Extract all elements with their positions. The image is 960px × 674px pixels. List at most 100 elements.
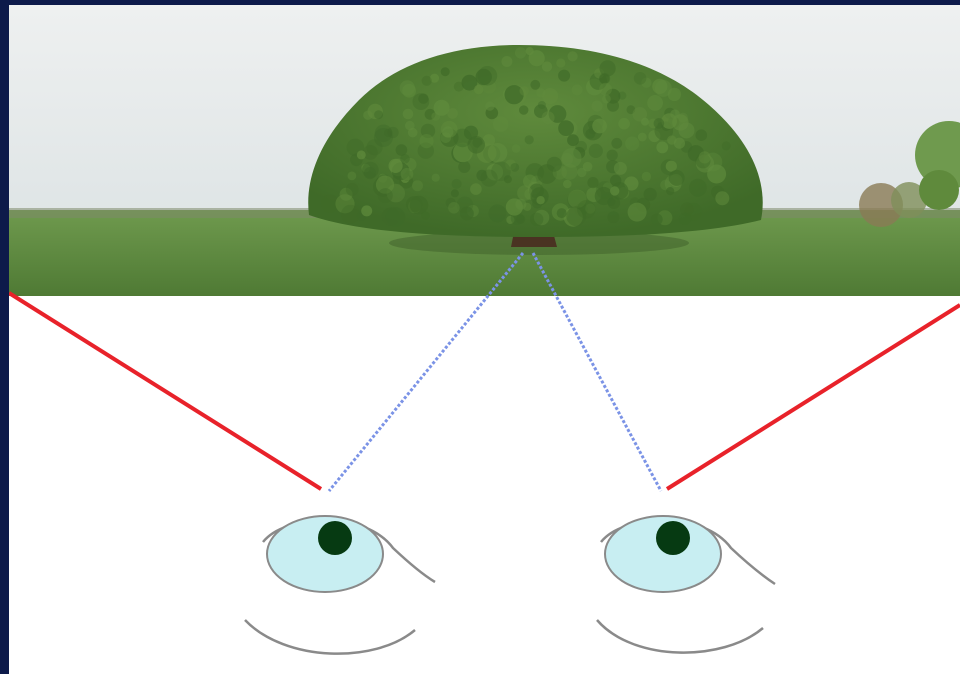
leaf-cluster	[452, 179, 462, 189]
leaf-cluster	[510, 163, 519, 172]
leaf-cluster	[607, 150, 618, 161]
leaf-cluster	[542, 61, 552, 71]
leaf-cluster	[638, 133, 647, 142]
leaf-cluster	[474, 85, 483, 94]
leaf-cluster	[542, 88, 558, 104]
leaf-cluster	[523, 203, 531, 211]
leaf-cluster	[674, 138, 685, 149]
leaf-cluster	[374, 110, 383, 119]
leaf-cluster	[515, 47, 526, 58]
leaf-cluster	[592, 101, 603, 112]
leaf-cluster	[530, 80, 540, 90]
leaf-cluster	[408, 128, 418, 138]
leaf-cluster	[512, 144, 521, 153]
leaf-cluster	[384, 129, 392, 137]
leaf-cluster	[618, 92, 626, 100]
leaf-cluster	[610, 175, 621, 186]
landscape-photo	[9, 5, 960, 296]
leaf-cluster	[491, 162, 511, 182]
leaf-cluster	[666, 187, 674, 195]
leaf-cluster	[470, 183, 482, 195]
leaf-cluster	[587, 177, 598, 188]
leaf-cluster	[386, 207, 405, 226]
leaf-cluster	[451, 189, 459, 197]
leaf-cluster	[493, 116, 509, 132]
leaf-cluster	[448, 202, 460, 214]
leaf-cluster	[519, 86, 529, 96]
leaf-cluster	[696, 129, 708, 141]
leaf-cluster	[362, 162, 379, 179]
leaf-cluster	[361, 205, 372, 216]
leaf-cluster	[668, 88, 681, 101]
leaf-cluster	[589, 144, 603, 158]
leaf-cluster	[583, 162, 593, 172]
leaf-cluster	[654, 118, 665, 129]
leaf-cluster	[642, 172, 651, 181]
leaf-cluster	[488, 204, 506, 222]
leaf-cluster	[542, 111, 555, 124]
leaf-cluster	[348, 172, 357, 181]
leaf-cluster	[403, 109, 414, 120]
leaf-cluster	[599, 73, 610, 84]
leaf-cluster	[656, 142, 668, 154]
leaf-cluster	[651, 214, 663, 226]
leaf-cluster	[341, 205, 360, 224]
leaf-cluster	[519, 105, 528, 114]
leaf-cluster	[611, 138, 622, 149]
leaf-cluster	[402, 84, 416, 98]
leaf-cluster	[669, 170, 685, 186]
leaf-cluster	[707, 165, 726, 184]
leaf-cluster	[506, 198, 523, 215]
leaf-cluster	[670, 109, 680, 119]
right-eye-pupil	[656, 521, 690, 555]
leaf-cluster	[577, 200, 596, 219]
leaf-cluster	[346, 183, 359, 196]
leaf-cluster	[434, 100, 450, 116]
right-eye-lower-lid	[597, 620, 763, 653]
leaf-cluster	[547, 157, 562, 172]
leaf-cluster	[517, 185, 532, 200]
leaf-cluster	[599, 83, 612, 96]
leaf-cluster	[689, 179, 707, 197]
leaf-cluster	[722, 141, 731, 150]
leaf-cluster	[715, 191, 729, 205]
leaf-cluster	[421, 211, 430, 220]
leaf-cluster	[476, 69, 492, 85]
right-field-of-view-line	[667, 305, 960, 489]
leaf-cluster	[536, 196, 544, 204]
leaf-cluster	[378, 188, 393, 203]
leaf-cluster	[568, 51, 578, 61]
leaf-cluster	[625, 137, 639, 151]
leaf-cluster	[485, 101, 494, 110]
leaf-cluster	[558, 120, 574, 136]
leaf-cluster	[592, 119, 607, 134]
leaf-cluster	[441, 67, 450, 76]
leaf-cluster	[412, 180, 423, 191]
leaf-cluster	[634, 72, 647, 85]
leaf-cluster	[610, 186, 619, 195]
leaf-cluster	[567, 134, 579, 146]
leaf-cluster	[572, 84, 583, 95]
leaf-cluster	[526, 47, 534, 55]
leaf-cluster	[607, 211, 619, 223]
leaf-cluster	[419, 134, 433, 148]
leaf-cluster	[679, 213, 691, 225]
leaf-cluster	[614, 162, 627, 175]
leaf-cluster	[406, 196, 422, 212]
left-eye	[245, 516, 435, 654]
leaf-cluster	[558, 70, 570, 82]
left-field-of-view-line	[9, 293, 321, 489]
leaf-cluster	[357, 150, 366, 159]
leaf-cluster	[556, 58, 565, 67]
leaf-cluster	[440, 132, 451, 143]
leaf-cluster	[400, 154, 410, 164]
leaf-cluster	[460, 207, 474, 221]
leaf-cluster	[530, 213, 543, 226]
leaf-cluster	[401, 168, 414, 181]
leaf-cluster	[628, 203, 647, 222]
leaf-cluster	[525, 135, 534, 144]
leaf-cluster	[418, 94, 428, 104]
leaf-cluster	[501, 56, 512, 67]
right-eye	[597, 516, 775, 653]
